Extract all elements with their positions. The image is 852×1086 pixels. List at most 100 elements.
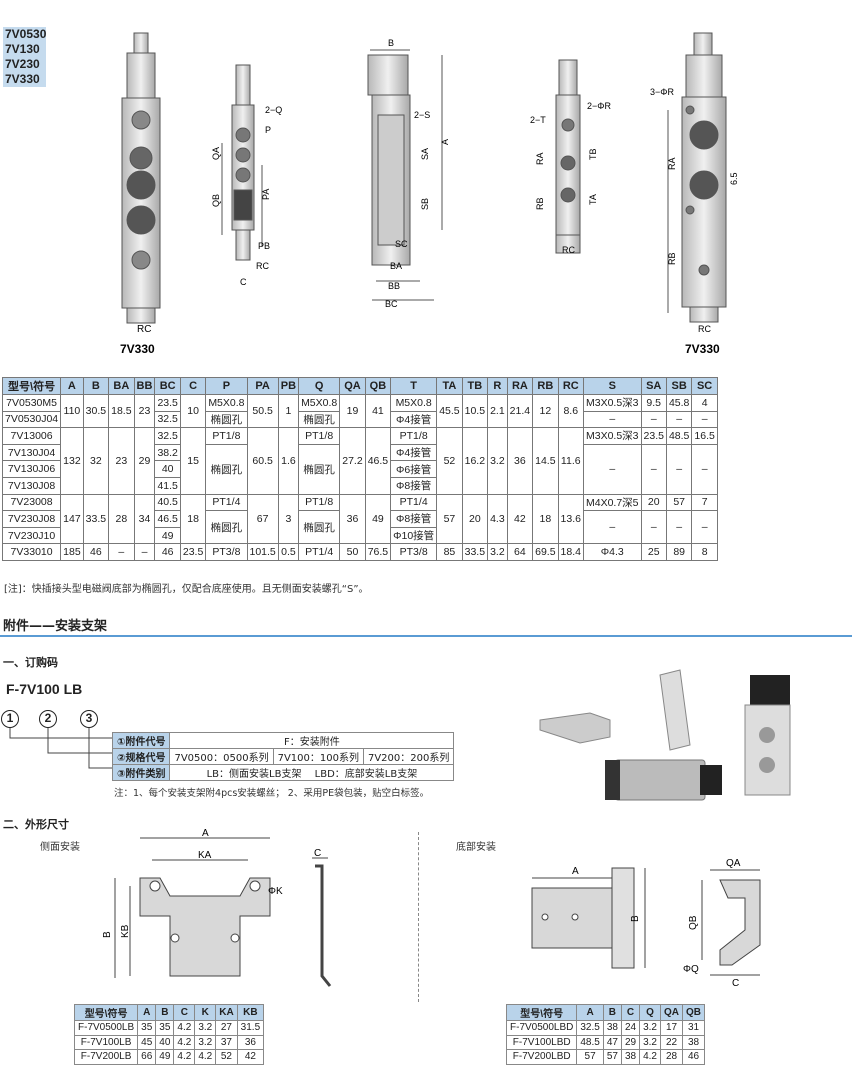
dim-label: PB	[258, 241, 270, 251]
table-cell: F-7V0500LBD	[505, 1020, 578, 1036]
dim-label: 2−S	[414, 110, 430, 120]
table-cell: 7V130J04	[1, 443, 62, 462]
table-cell: 46	[682, 1049, 705, 1065]
dim-label: P	[265, 125, 271, 135]
table-cell: 47	[602, 1034, 622, 1050]
dim-label: C	[314, 848, 321, 859]
table-cell: 34	[133, 493, 156, 545]
table-cell: –	[665, 443, 693, 495]
table-cell: 52	[436, 427, 463, 495]
table-cell: 89	[665, 543, 693, 561]
dim-label: KA	[198, 850, 212, 861]
order-cell: LB：侧面安装LB支架 LBD：底部安装LB支架	[169, 764, 455, 781]
table-header: Q	[298, 377, 341, 395]
dim-label: BC	[385, 299, 398, 309]
table-cell: M5X0.8	[205, 394, 248, 412]
table-header: RC	[557, 377, 584, 395]
table-cell: 18.4	[557, 543, 584, 561]
table-cell: 31.5	[236, 1020, 265, 1036]
table-header: B	[155, 1004, 175, 1021]
order-label: ②规格代号	[111, 748, 171, 765]
table-cell: 36	[236, 1034, 265, 1050]
table-cell: 38	[682, 1034, 705, 1050]
table-header: RB	[532, 377, 559, 395]
dim-label: B	[388, 38, 394, 48]
bottom-bracket-drawing: A B QA QB ΦQ C	[531, 858, 761, 989]
table-cell: –	[691, 443, 718, 495]
dim-label: RC	[137, 324, 151, 335]
table-cell: 50	[339, 543, 366, 561]
table-header: Q	[639, 1004, 661, 1021]
table-cell: 7V230J08	[1, 510, 62, 528]
dim-label: 2−T	[530, 115, 546, 125]
table-cell: 椭圆孔	[205, 410, 248, 429]
table-cell: –	[133, 543, 156, 561]
circle-num: 3	[80, 710, 98, 728]
table-cell: PT1/8	[298, 493, 341, 512]
dim-label: RA	[535, 152, 545, 165]
order-table: ①附件代号 F：安装附件 ②规格代号 7V0500：0500系列 7V100：1…	[111, 732, 455, 781]
table-cell: 22	[660, 1034, 683, 1050]
table-cell: 76.5	[364, 543, 392, 561]
dim-label: TB	[588, 148, 598, 160]
table-header: SB	[665, 377, 693, 395]
table-cell: 85	[436, 543, 463, 561]
table-cell: M5X0.8	[298, 394, 341, 412]
dim-label: RB	[667, 252, 677, 265]
table-cell: 10	[179, 393, 207, 429]
circle-num: 2	[39, 710, 57, 728]
table-header: SA	[640, 377, 667, 395]
drawing-caption: 7V330	[685, 342, 720, 355]
table-cell: 66	[137, 1049, 157, 1065]
table-cell: 48.5	[576, 1034, 604, 1050]
table-cell: 37	[215, 1034, 238, 1050]
table-cell: 7	[691, 493, 718, 512]
table-cell: F-7V200LB	[73, 1049, 139, 1065]
table-cell: 19	[339, 393, 366, 429]
table-cell: 4.2	[173, 1020, 196, 1036]
dim-label: ΦK	[268, 886, 283, 897]
table-cell: 57	[576, 1049, 604, 1065]
table-cell: 20	[640, 493, 667, 512]
dim-label: TA	[588, 194, 598, 205]
table-header: KB	[236, 1004, 265, 1021]
table-cell: Φ4.3	[582, 543, 642, 561]
table-cell: 31	[682, 1020, 705, 1036]
table-header: QA	[660, 1004, 683, 1021]
valve-drawings: RC 7V330 2−Q P QA QB PA PB RC C B 2−S SA…	[120, 32, 739, 355]
table-cell: –	[582, 510, 642, 545]
table-cell: 28	[108, 493, 135, 545]
table-cell: 8	[691, 543, 718, 561]
dim-label: C	[732, 978, 739, 989]
drawing-caption: 7V330	[120, 342, 155, 355]
table-cell: M5X0.8	[390, 394, 438, 412]
table-cell: M3X0.5深3	[582, 427, 642, 445]
table-cell: PT3/8	[205, 543, 248, 561]
table-cell: 10.5	[461, 393, 489, 429]
table-cell: 32.5	[154, 427, 181, 445]
table-cell: –	[640, 510, 667, 545]
table-cell: PT1/8	[298, 427, 341, 445]
table-cell: 4.2	[194, 1049, 217, 1065]
table-header: A	[576, 1004, 604, 1021]
table-cell: 50.5	[246, 393, 279, 429]
table-cell: PT1/8	[205, 427, 248, 445]
table-cell: 35	[155, 1020, 175, 1036]
table-cell: 46.5	[364, 427, 392, 495]
table-cell: 57	[602, 1049, 622, 1065]
table-header: QA	[339, 377, 366, 395]
table-cell: 42	[236, 1049, 265, 1065]
table-header: A	[60, 377, 84, 395]
table-cell: 7V130J06	[1, 460, 62, 478]
table-cell: 57	[665, 493, 693, 512]
table-cell: 3.2	[639, 1020, 661, 1036]
table-cell: 25	[640, 543, 667, 561]
table-header: PA	[246, 377, 279, 395]
table-cell: 7V23008	[1, 493, 62, 512]
dim-label: SA	[420, 148, 430, 160]
